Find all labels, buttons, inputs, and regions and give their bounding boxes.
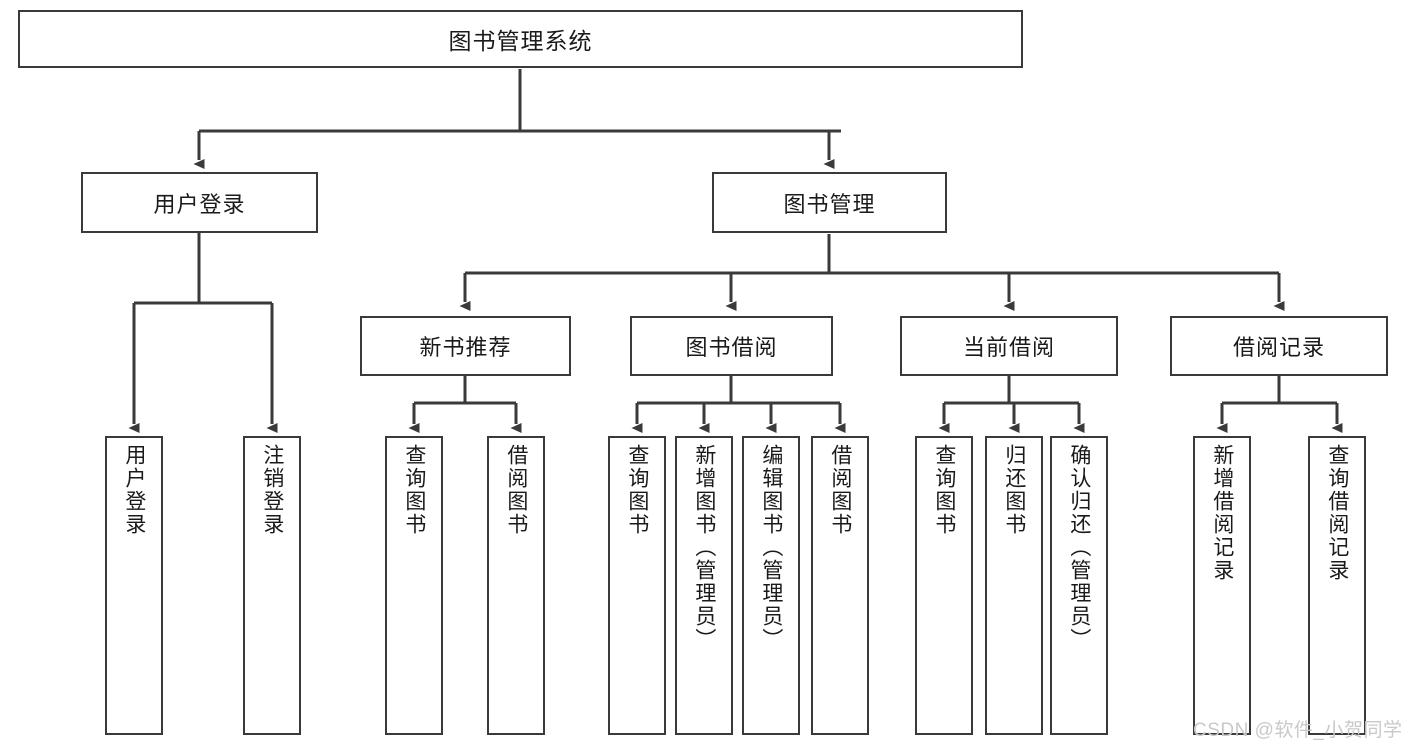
node-leaf-query-book-2[interactable]: 查询图书 (608, 436, 666, 735)
node-leaf-user-login[interactable]: 用户登录 (105, 436, 163, 735)
node-leaf-logout[interactable]: 注销登录 (243, 436, 301, 735)
node-label: 查询图书 (932, 444, 956, 536)
node-label: 新书推荐 (419, 335, 512, 360)
node-label: 编辑图书（管理员） (759, 444, 783, 651)
node-leaf-confirm-return[interactable]: 确认归还（管理员） (1050, 436, 1108, 735)
node-label: 注销登录 (260, 444, 284, 536)
node-root-system[interactable]: 图书管理系统 (18, 10, 1023, 68)
node-new-book-recommend[interactable]: 新书推荐 (360, 316, 571, 376)
node-leaf-edit-book[interactable]: 编辑图书（管理员） (742, 436, 800, 735)
csdn-watermark: CSDN @软件_小贺同学 (1193, 720, 1403, 741)
node-leaf-borrow-book-1[interactable]: 借阅图书 (487, 436, 545, 735)
node-label: 新增借阅记录 (1210, 444, 1234, 582)
node-leaf-query-book-1[interactable]: 查询图书 (385, 436, 443, 735)
node-leaf-query-record[interactable]: 查询借阅记录 (1308, 436, 1366, 735)
node-user-login[interactable]: 用户登录 (81, 172, 318, 233)
node-label: 图书借阅 (685, 335, 778, 360)
node-label: 确认归还（管理员） (1067, 444, 1091, 651)
node-label: 借阅图书 (828, 444, 852, 536)
node-label: 用户登录 (122, 444, 146, 536)
node-leaf-query-book-3[interactable]: 查询图书 (915, 436, 973, 735)
node-leaf-add-book[interactable]: 新增图书（管理员） (675, 436, 733, 735)
node-label: 查询图书 (402, 444, 426, 536)
node-book-manage[interactable]: 图书管理 (712, 172, 947, 233)
node-label: 查询图书 (625, 444, 649, 536)
node-label: 借阅图书 (504, 444, 528, 536)
node-label: 查询借阅记录 (1325, 444, 1349, 582)
node-leaf-borrow-book-2[interactable]: 借阅图书 (811, 436, 869, 735)
node-book-borrow[interactable]: 图书借阅 (630, 316, 833, 376)
node-leaf-return-book[interactable]: 归还图书 (985, 436, 1043, 735)
node-label: 借阅记录 (1232, 335, 1325, 360)
node-borrow-record[interactable]: 借阅记录 (1170, 316, 1388, 376)
node-label: 用户登录 (153, 191, 246, 217)
node-leaf-add-record[interactable]: 新增借阅记录 (1193, 436, 1251, 735)
node-current-borrow[interactable]: 当前借阅 (900, 316, 1118, 376)
node-label: 新增图书（管理员） (692, 444, 716, 651)
node-label: 当前借阅 (962, 335, 1055, 360)
node-label: 图书管理 (783, 191, 876, 217)
node-label: 图书管理系统 (448, 28, 593, 54)
node-label: 归还图书 (1002, 444, 1026, 536)
